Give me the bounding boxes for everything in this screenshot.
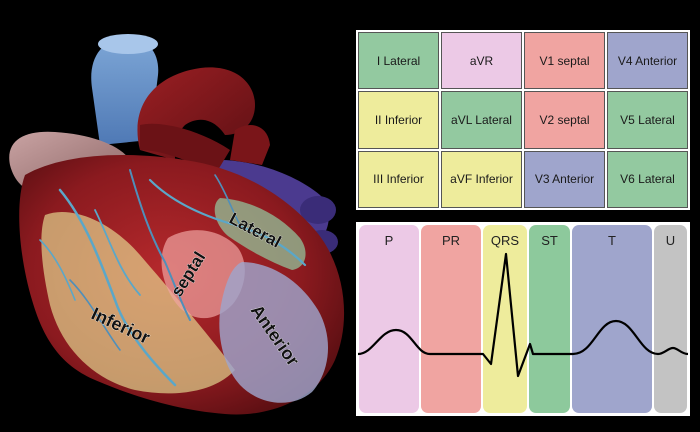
inferior-region — [41, 211, 235, 394]
ecg-segment-band — [421, 225, 481, 413]
lead-cell: I Lateral — [358, 32, 439, 90]
lead-cell: V2 septal — [524, 91, 605, 149]
coronary-vessels — [39, 169, 307, 387]
lead-cell: V3 Anterior — [524, 150, 605, 208]
lead-cell: aVR — [441, 32, 522, 90]
lead-cell: V4 Anterior — [607, 32, 688, 90]
ecg-segment-label: T — [608, 233, 616, 248]
ecg-waveform: P PR QRS ST T U — [358, 225, 688, 413]
heart-illustration: Lateral septal Anterior Inferior — [9, 34, 345, 415]
ecg-segment-label: PR — [442, 233, 460, 248]
lead-cell: V1 septal — [524, 32, 605, 90]
ecg-segment-label: P — [385, 233, 394, 248]
anterior-region — [219, 262, 329, 403]
ecg-segment-label: QRS — [491, 233, 520, 248]
ecg-trace-line — [358, 252, 688, 378]
lead-cell: aVF Inferior — [441, 150, 522, 208]
lead-cell: V5 Lateral — [607, 91, 688, 149]
ecg-segment-band — [572, 225, 652, 413]
ecg-segment-band — [359, 225, 419, 413]
ecg-waveform-panel: P PR QRS ST T U — [356, 222, 690, 416]
ecg-segment-band — [654, 225, 687, 413]
ecg-segment-band — [529, 225, 570, 413]
lead-cell: V6 Lateral — [607, 150, 688, 208]
ecg-segment-band — [483, 225, 527, 413]
lead-cell: III Inferior — [358, 150, 439, 208]
lead-cell: II Inferior — [358, 91, 439, 149]
ecg-segment-label: ST — [541, 233, 558, 248]
lead-cell: aVL Lateral — [441, 91, 522, 149]
aorta — [137, 67, 270, 175]
ecg-segment-label: U — [666, 233, 675, 248]
